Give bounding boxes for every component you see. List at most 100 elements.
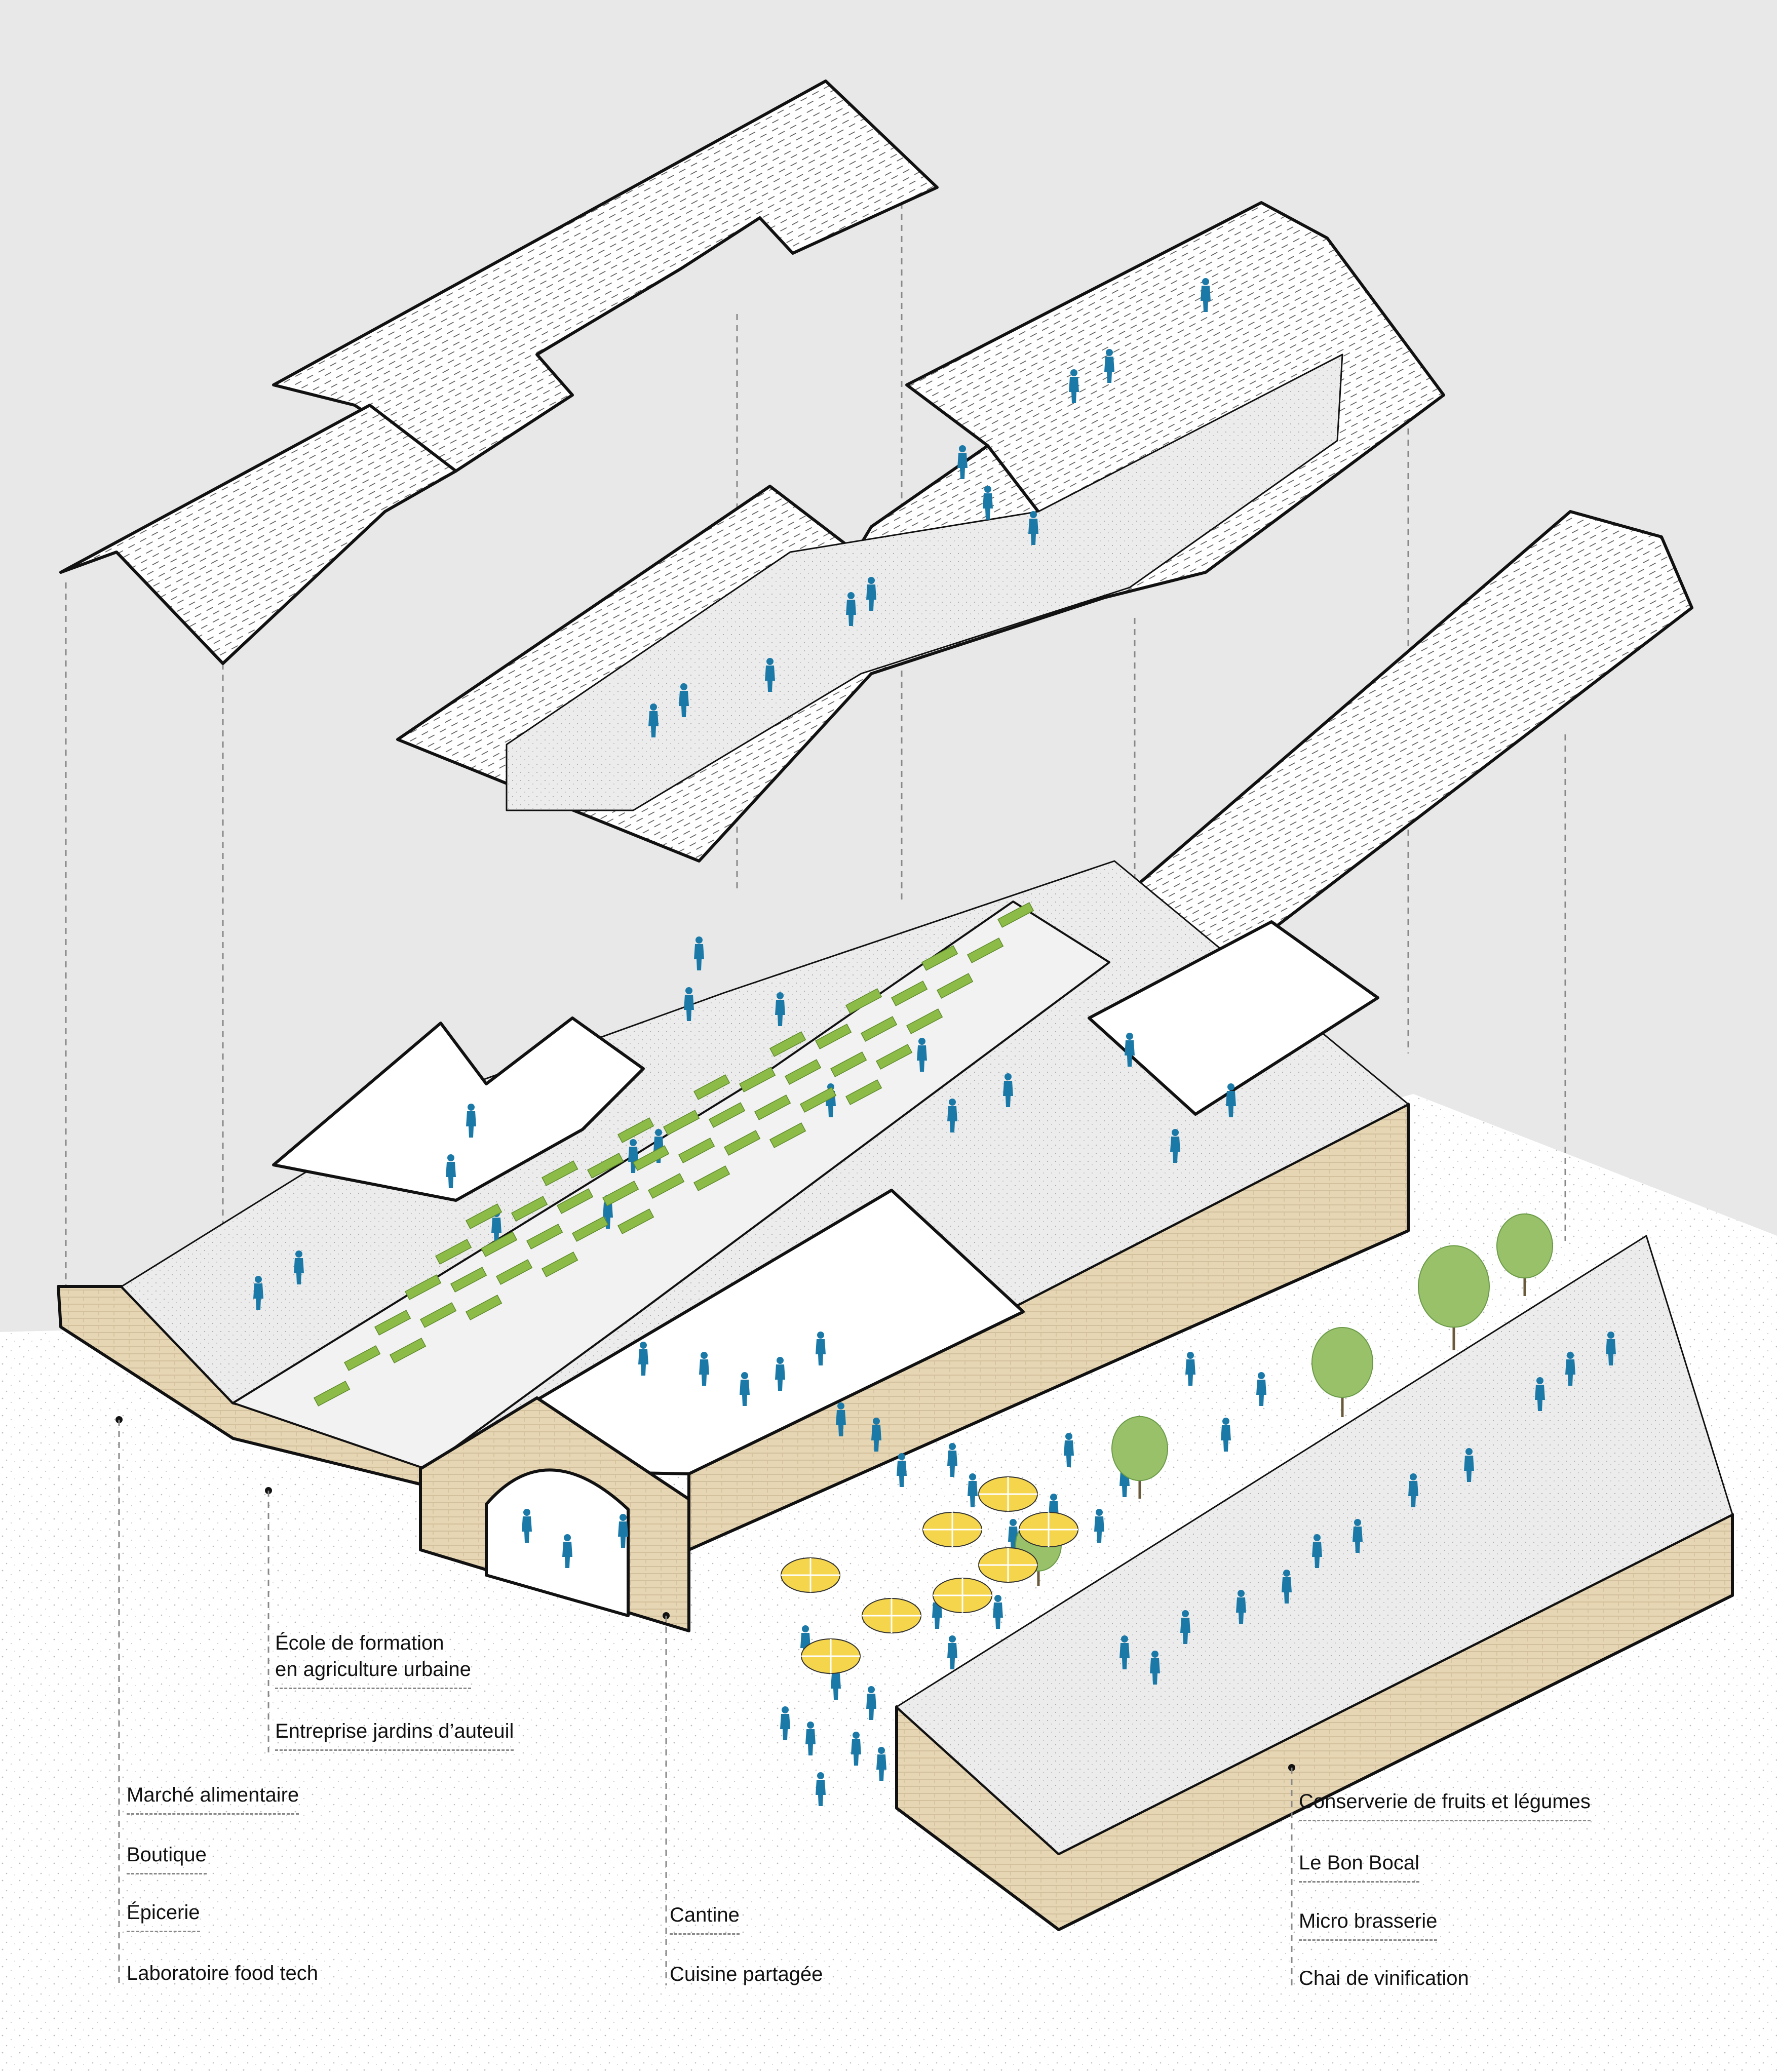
person-figure-icon: [983, 486, 993, 520]
planter-bed-icon: [465, 1203, 503, 1229]
person-figure-icon: [562, 1534, 572, 1568]
planter-bed-icon: [571, 1216, 609, 1242]
left-roof: [59, 80, 939, 665]
planter-bed-icon: [723, 1130, 761, 1156]
planter-bed-icon: [845, 1079, 882, 1105]
label-ecole-line1: École de formation: [275, 1632, 444, 1654]
person-figure-icon: [947, 1443, 957, 1477]
tree-icon: [1111, 1416, 1168, 1499]
person-figure-icon: [1003, 1073, 1013, 1107]
planter-bed-icon: [906, 1008, 943, 1034]
person-figure-icon: [618, 1514, 628, 1548]
person-figure-icon: [866, 577, 876, 611]
person-figure-icon: [294, 1250, 304, 1284]
label-cantine: Cantine: [670, 1902, 740, 1935]
gable-east: [1088, 920, 1379, 1116]
planter-bed-icon: [374, 1310, 411, 1336]
person-figure-icon: [1312, 1534, 1322, 1568]
person-figure-icon: [1236, 1590, 1246, 1624]
planter-bed-icon: [313, 1381, 351, 1406]
umbrella-icon: [781, 1557, 840, 1593]
planter-bed-icon: [602, 1181, 639, 1206]
person-figure-icon: [851, 1732, 861, 1766]
trees: [1015, 1213, 1553, 1586]
planter-bed-icon: [769, 1031, 806, 1057]
person-figure-icon: [648, 703, 659, 737]
person-figure-icon: [917, 1038, 927, 1072]
planter-bed-icon: [799, 1087, 837, 1113]
person-figure-icon: [800, 1625, 810, 1659]
umbrella-icon: [922, 1512, 982, 1547]
person-figure-icon: [775, 1357, 785, 1391]
label-ecole-line2: en agriculture urbaine: [275, 1656, 471, 1689]
person-figure-icon: [846, 592, 856, 626]
planter-bed-icon: [678, 1138, 715, 1163]
person-figure-icon: [805, 1722, 816, 1755]
label-micro-brasserie: Micro brasserie: [1299, 1908, 1438, 1941]
planter-beds: [313, 902, 1034, 1406]
person-figure-icon: [253, 1276, 263, 1310]
planter-bed-icon: [936, 973, 974, 999]
planter-bed-icon: [495, 1259, 533, 1285]
planter-bed-icon: [830, 1051, 867, 1077]
planter-bed-icon: [389, 1338, 427, 1363]
label-le-bon-bocal: Le Bon Bocal: [1299, 1850, 1419, 1883]
label-entreprise-jardins: Entreprise jardins d’auteuil: [275, 1718, 514, 1751]
planter-bed-icon: [587, 1153, 624, 1179]
person-figure-icon: [1119, 1635, 1130, 1669]
planter-bed-icon: [541, 1160, 578, 1186]
people: [253, 278, 1616, 1806]
planter-bed-icon: [891, 981, 928, 1006]
person-figure-icon: [1226, 1083, 1236, 1117]
umbrella-icon: [933, 1578, 992, 1613]
planter-bed-icon: [647, 1173, 685, 1199]
planter-bed-icon: [526, 1224, 563, 1249]
gable-north: [272, 1017, 645, 1202]
planter-bed-icon: [404, 1274, 442, 1300]
person-figure-icon: [1180, 1610, 1190, 1644]
label-chai: Chai de vinification: [1299, 1967, 1469, 1989]
person-figure-icon: [699, 1352, 709, 1386]
person-figure-icon: [876, 1747, 886, 1781]
left-roof-front: [59, 404, 457, 665]
umbrella-icon: [978, 1476, 1038, 1512]
person-figure-icon: [1201, 278, 1211, 312]
planter-bed-icon: [465, 1295, 503, 1320]
planter-bed-icon: [769, 1122, 806, 1148]
person-figure-icon: [968, 1473, 978, 1507]
middle-roof: [396, 201, 1445, 863]
arched-entrance-facade: [419, 1396, 690, 1632]
planter-bed-icon: [693, 1165, 730, 1191]
umbrellas: [781, 1476, 1078, 1674]
planter-bed-icon: [784, 1059, 822, 1085]
person-figure-icon: [1282, 1570, 1292, 1604]
label-leaders: [118, 1420, 1293, 1985]
person-figure-icon: [1256, 1372, 1266, 1406]
planter-bed-icon: [815, 1024, 852, 1049]
planter-bed-icon: [617, 1117, 654, 1143]
umbrella-icon: [1019, 1512, 1078, 1547]
planter-bed-icon: [997, 902, 1034, 928]
label-marche-alimentaire: Marché alimentaire: [127, 1782, 299, 1815]
planter-bed-icon: [754, 1094, 791, 1120]
person-figure-icon: [1104, 349, 1114, 383]
planter-bed-icon: [556, 1188, 594, 1214]
person-figure-icon: [1170, 1129, 1180, 1163]
person-figure-icon: [765, 658, 775, 692]
planter-bed-icon: [511, 1196, 548, 1222]
person-figure-icon: [740, 1372, 750, 1406]
person-figure-icon: [1464, 1448, 1474, 1482]
tree-icon: [1496, 1213, 1553, 1296]
person-figure-icon: [816, 1332, 826, 1365]
person-figure-icon: [1069, 369, 1079, 403]
label-laboratoire: Laboratoire food tech: [127, 1962, 319, 1984]
planter-bed-icon: [480, 1231, 518, 1257]
person-figure-icon: [1535, 1377, 1545, 1411]
person-figure-icon: [947, 1635, 957, 1669]
planter-bed-icon: [343, 1345, 381, 1371]
planter-bed-icon: [450, 1267, 487, 1293]
person-figure-icon: [836, 1402, 846, 1436]
person-figure-icon: [816, 1772, 826, 1806]
planter-bed-icon: [419, 1302, 457, 1328]
planter-bed-icon: [845, 988, 882, 1014]
